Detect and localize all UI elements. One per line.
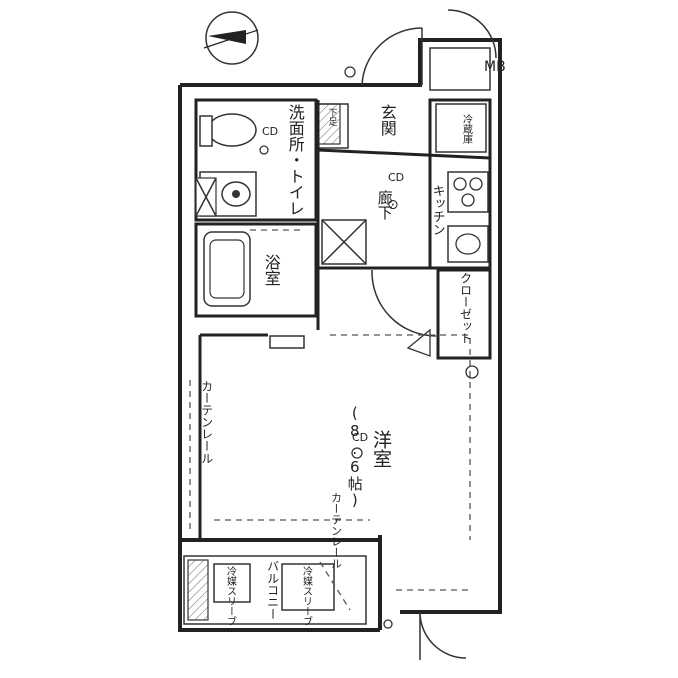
washroom-toilet-label: 洗面所・トイレ	[285, 104, 305, 216]
kitchen-sink-icon	[447, 225, 489, 263]
balcony-label: バルコニー	[265, 560, 280, 620]
balcony-hatch	[187, 559, 209, 621]
aircon-slot-2-label: 冷媒スリーブ	[300, 566, 312, 626]
washroom-walls	[194, 98, 318, 222]
balcony-dash	[319, 561, 351, 611]
western-room-label: 洋室	[369, 430, 392, 468]
shoe-label: 下足	[326, 108, 337, 126]
outlet-icon	[259, 145, 269, 155]
outlet-icon	[465, 365, 479, 379]
kitchen-walls	[428, 98, 492, 270]
closet-walls	[436, 268, 492, 360]
closet-door-swing-icon	[371, 269, 437, 357]
mb-label: MB	[484, 59, 506, 75]
outlet-mark-hall: ⊙	[387, 197, 399, 213]
panel-icon	[269, 335, 305, 349]
balcony-area	[183, 555, 367, 625]
outlet-icon	[344, 66, 356, 78]
entrance-label: 玄関	[377, 104, 397, 136]
entrance-step-line	[317, 148, 491, 160]
fridge-label: 冷蔵庫	[460, 114, 472, 144]
western-area-label: (8.6帖)	[345, 404, 364, 509]
kitchen-label: キッチン	[429, 184, 445, 236]
cd-mark-hall: CD	[388, 171, 405, 184]
compass-north-icon	[203, 11, 259, 65]
bathtub-icon	[203, 231, 251, 307]
bottom-door-swing-icon	[419, 611, 467, 660]
toilet-icon	[199, 113, 257, 147]
washer-pan-icon	[321, 219, 367, 265]
outlet-icon	[383, 619, 393, 629]
entrance-door-swing-icon	[361, 27, 423, 86]
hallway-label: 廊下	[375, 190, 394, 220]
stove-icon	[447, 171, 489, 213]
mb-box	[429, 47, 491, 91]
cd-mark-washroom: CD	[262, 125, 279, 138]
mb-door-swing-icon	[447, 9, 497, 59]
bath-walls	[194, 222, 318, 318]
bath-label: 浴室	[261, 254, 281, 286]
washer-icon	[195, 177, 217, 217]
aircon-slot-1-label: 冷媒スリーブ	[224, 566, 236, 626]
curtain-rail-right-label: カーテンレール	[329, 492, 343, 569]
closet-label: クローゼット	[458, 272, 473, 344]
cd-mark-western: CD	[352, 431, 369, 444]
outer-walls	[178, 38, 502, 632]
aircon-unit-1	[213, 563, 251, 603]
western-room-boundary	[330, 334, 471, 540]
curtain-rail-left-label: カーテンレール	[199, 380, 214, 464]
outlet-icon	[351, 447, 363, 459]
fridge-icon	[435, 103, 487, 153]
